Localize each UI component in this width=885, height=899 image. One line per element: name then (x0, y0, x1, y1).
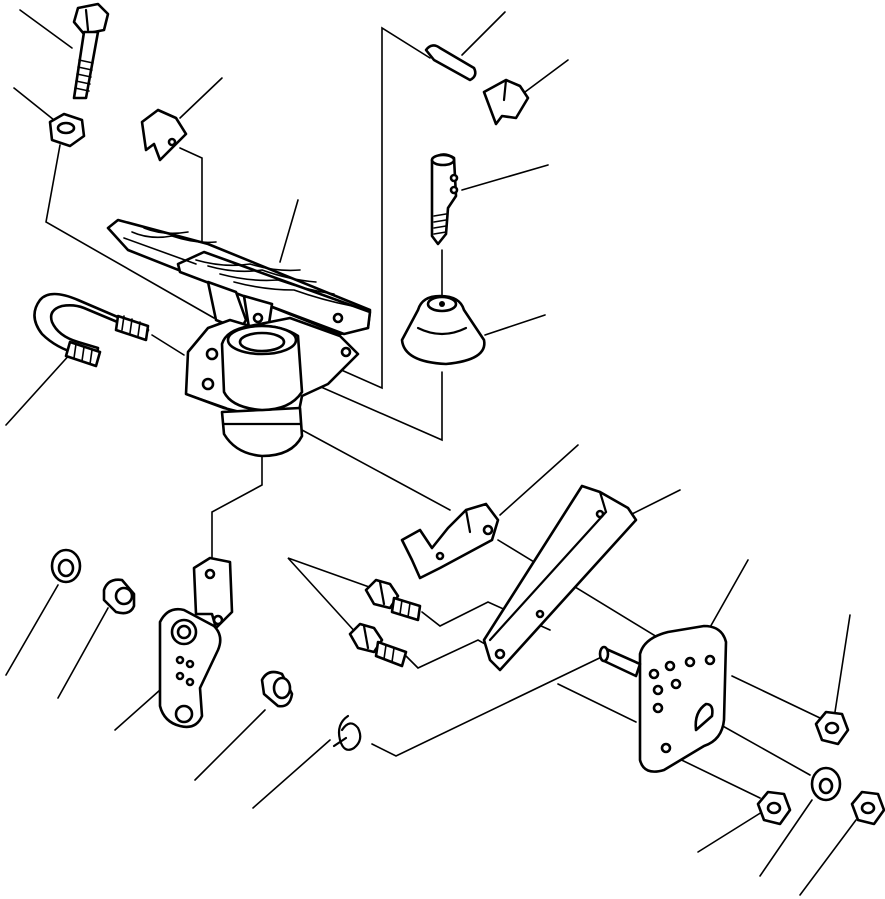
pedal-base (184, 316, 360, 458)
lower-lever (158, 556, 234, 729)
assembly-clip-to-pedal (179, 147, 203, 259)
assembly-boot-to-base (304, 371, 443, 442)
assembly-lines (45, 26, 821, 799)
nut-top-left (48, 112, 86, 148)
snap-ring (50, 548, 82, 584)
retainer-clip (332, 714, 362, 751)
assembly-base-to-lever (211, 454, 263, 563)
leader-pin-top (461, 11, 506, 56)
leader-pedal (279, 199, 299, 263)
leader-rubber-boot (484, 314, 546, 336)
leader-lever (114, 689, 161, 731)
pedal (106, 218, 372, 336)
leader-clip-left (179, 77, 223, 119)
assembly-plate-to-washer (711, 719, 811, 776)
leader-nut-right (834, 614, 851, 713)
bolt-top (72, 2, 110, 100)
lever-arm (482, 484, 638, 672)
leader-lever-arm (629, 489, 681, 516)
nut-bottom (850, 790, 885, 826)
assembly-base-to-bracket (301, 429, 451, 511)
leader-rod-end (461, 164, 549, 191)
assembly-ubolt-to-base (151, 334, 185, 356)
leader-bracket (499, 444, 579, 516)
leader-clip-right (524, 59, 569, 93)
assembly-plate-left (557, 683, 637, 723)
clip-right (482, 78, 530, 126)
assembly-plate-to-nut-right (731, 675, 821, 719)
bracket (400, 502, 500, 580)
leader-bolt-top (19, 9, 73, 49)
leader-snap-ring (5, 584, 59, 676)
leader-collar (194, 709, 266, 781)
u-bolt (33, 292, 150, 368)
bolts-pair (348, 578, 422, 668)
washer (810, 766, 842, 802)
leader-bolts-pair (287, 557, 373, 636)
leader-lines (5, 9, 857, 896)
nut-lower (756, 790, 792, 826)
leader-nut-lower (697, 811, 763, 853)
assembly-bracket-to-plate (497, 539, 663, 641)
pin-top (424, 44, 477, 82)
nut-right (814, 710, 850, 746)
rod-end (430, 153, 459, 246)
rubber-boot (400, 294, 486, 366)
clip-left (140, 108, 188, 162)
bushing (102, 578, 136, 615)
collar (260, 670, 294, 708)
plate (598, 624, 728, 773)
bolt-lower (348, 622, 408, 668)
assembly-clip-to-plate (371, 651, 613, 757)
leader-retainer (252, 739, 331, 809)
leader-bushing (57, 607, 109, 699)
leader-u-bolt (5, 351, 73, 426)
bolt-upper (364, 578, 422, 622)
assembly-pin-to-base (329, 26, 431, 390)
assembly-nut-to-base (45, 144, 215, 319)
leader-nut-top-left (13, 87, 55, 121)
leader-nut-bottom (799, 819, 857, 896)
leader-washer (759, 799, 813, 877)
